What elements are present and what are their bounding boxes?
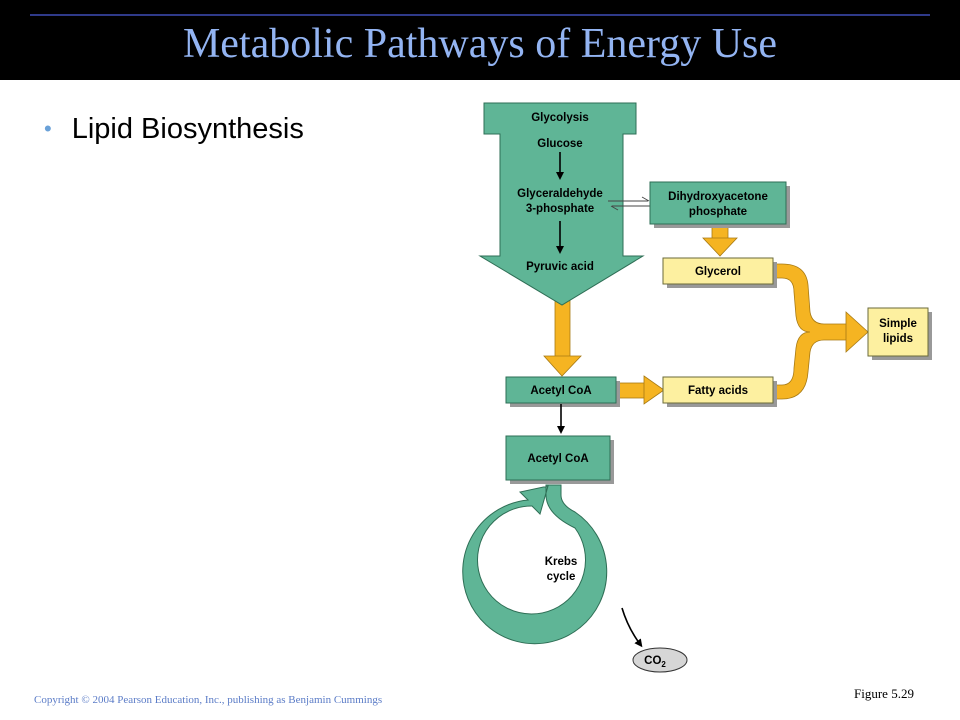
merge-to-simple-lipids-arrow [773,263,869,400]
simple-lipids-box: Simple lipids [867,307,932,360]
g3p-label-line1: Glyceraldehyde [517,188,603,200]
acetyl-coa-label-1: Acetyl CoA [530,385,591,397]
figure-label: Figure 5.29 [854,686,914,701]
copyright-text: Copyright © 2004 Pearson Education, Inc.… [34,694,383,706]
glycerol-label: Glycerol [695,266,741,278]
dhap-label-line2: phosphate [689,206,747,218]
equilibrium-arrows [608,196,652,211]
title-rule [30,14,930,16]
acetyl-coa-label-2: Acetyl CoA [527,453,588,465]
krebs-cycle-ring [462,484,608,645]
co2-ellipse: CO2 [632,647,688,673]
bullet-text: Lipid Biosynthesis [71,113,304,145]
pyruvic-acid-label: Pyruvic acid [526,261,594,273]
simple-lipids-label-line2: lipids [883,333,913,345]
fatty-acids-label: Fatty acids [688,385,748,397]
g3p-label-line2: 3-phosphate [526,203,594,215]
co2-label: CO2 [644,655,666,669]
pyruvate-to-acetylcoa-arrow [543,299,582,377]
krebs-label-line1: Krebs [545,556,578,568]
acetyl-coa-box-1: Acetyl CoA [505,376,620,407]
dhap-label-line1: Dihydroxyacetone [668,191,768,203]
dhap-to-glycerol-arrow [702,225,738,257]
bullet-dot-icon: • [44,116,52,141]
glycerol-box: Glycerol [662,257,777,288]
acetyl-coa-box-2: Acetyl CoA [505,435,614,484]
simple-lipids-label-line1: Simple [879,318,917,330]
bullet-item: • Lipid Biosynthesis [44,112,304,146]
slide-title: Metabolic Pathways of Energy Use [182,21,778,67]
acetylcoa-to-fattyacids-arrow [617,375,665,405]
krebs-label-line2: cycle [547,571,576,583]
fatty-acids-box: Fatty acids [662,376,777,407]
title-bar: Metabolic Pathways of Energy Use [0,0,960,80]
dhap-box: Dihydroxyacetone phosphate [649,181,790,228]
co2-arrow [621,607,643,648]
glycolysis-arrow: Glycolysis Glucose Glyceraldehyde 3-phos… [478,102,645,306]
glucose-label: Glucose [537,138,582,150]
glycolysis-label: Glycolysis [531,112,589,124]
